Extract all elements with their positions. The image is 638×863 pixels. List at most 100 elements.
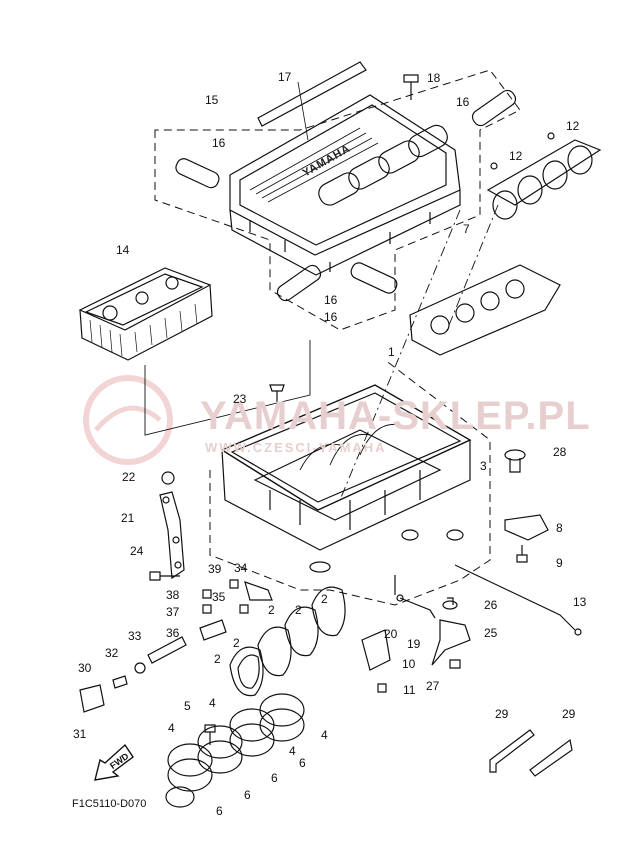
callout-label: 16 bbox=[456, 95, 470, 109]
callout-label: 38 bbox=[166, 588, 180, 602]
callout-label: 17 bbox=[278, 70, 292, 84]
bolt-18 bbox=[403, 74, 419, 100]
callout-label: 35 bbox=[212, 590, 226, 604]
callout-label: 2 bbox=[268, 603, 275, 617]
callout-label: 2 bbox=[321, 592, 328, 606]
tools-29 bbox=[489, 729, 573, 777]
callout-label: 4 bbox=[321, 728, 328, 742]
callout-label: 15 bbox=[205, 93, 219, 107]
callout-label: 6 bbox=[299, 756, 306, 770]
callout-label: 16 bbox=[324, 310, 338, 324]
bolt-11 bbox=[377, 683, 387, 693]
callout-label: 18 bbox=[427, 71, 441, 85]
leader-17 bbox=[297, 81, 309, 141]
bolt-28 bbox=[504, 449, 526, 473]
screw-30 bbox=[112, 675, 128, 689]
callout-label: 32 bbox=[105, 646, 119, 660]
callout-label: 39 bbox=[208, 562, 222, 576]
callout-label: 25 bbox=[484, 626, 498, 640]
bolt-37 bbox=[202, 604, 212, 614]
callout-label: 3 bbox=[480, 459, 487, 473]
centerline bbox=[339, 209, 461, 501]
callout-label: 20 bbox=[384, 627, 398, 641]
callout-label: 16 bbox=[212, 136, 226, 150]
callout-label: 11 bbox=[403, 683, 416, 697]
cable-end bbox=[574, 628, 582, 636]
watermark-text: YAMAHA-SKLEP.PL bbox=[200, 394, 591, 438]
callout-label: 5 bbox=[184, 699, 191, 713]
callout-label: 2 bbox=[214, 652, 221, 666]
callout-label: 7 bbox=[463, 222, 470, 236]
bolt-24 bbox=[149, 571, 180, 581]
bracket-36 bbox=[199, 619, 227, 641]
drain-plug-19 bbox=[396, 594, 436, 619]
callout-label: 34 bbox=[234, 561, 248, 575]
bolt-39 bbox=[229, 579, 239, 589]
callout-label: 33 bbox=[128, 629, 142, 643]
fwd-arrow bbox=[94, 743, 134, 781]
callout-label: 23 bbox=[233, 392, 247, 406]
bracket-10 bbox=[361, 629, 391, 671]
callout-label: 10 bbox=[402, 657, 416, 671]
callout-label: 26 bbox=[484, 598, 498, 612]
callout-label: 2 bbox=[295, 603, 302, 617]
bracket-21 bbox=[159, 491, 185, 580]
callout-label: 31 bbox=[73, 727, 87, 741]
bolt-35 bbox=[239, 604, 249, 614]
bolt-38 bbox=[202, 589, 212, 599]
callout-label: 29 bbox=[495, 707, 509, 721]
callout-label: 27 bbox=[426, 679, 440, 693]
bracket-8 bbox=[504, 514, 549, 541]
callout-label: 24 bbox=[130, 544, 144, 558]
callout-label: 19 bbox=[407, 637, 421, 651]
bracket-34 bbox=[244, 581, 273, 601]
callout-label: 2 bbox=[233, 636, 240, 650]
callout-label: 28 bbox=[553, 445, 567, 459]
callout-label: 9 bbox=[556, 556, 563, 570]
callout-label: 21 bbox=[121, 511, 135, 525]
filter-leader bbox=[144, 340, 311, 436]
bolt-26 bbox=[442, 597, 458, 610]
collar-32 bbox=[134, 662, 146, 674]
holder-31 bbox=[79, 684, 105, 713]
air-filter bbox=[78, 267, 213, 361]
bolt-27 bbox=[449, 659, 461, 669]
callout-label: 6 bbox=[216, 804, 223, 818]
watermark-subtext: WWW.CZESCI-YAMAHA bbox=[205, 440, 387, 455]
air-box-case bbox=[220, 384, 472, 573]
funnel-assembly bbox=[486, 132, 602, 220]
callout-label: 12 bbox=[566, 119, 580, 133]
screw-5 bbox=[204, 724, 216, 745]
callout-label: 1 bbox=[388, 345, 395, 359]
callout-label: 36 bbox=[166, 626, 180, 640]
callout-label: 6 bbox=[271, 771, 278, 785]
callout-label: 4 bbox=[209, 696, 216, 710]
callout-label: 22 bbox=[122, 470, 136, 484]
watermark-emblem bbox=[83, 375, 173, 465]
callout-label: 6 bbox=[244, 788, 251, 802]
bolt-9 bbox=[516, 545, 528, 563]
callout-label: 13 bbox=[573, 595, 587, 609]
case-assembly-outline bbox=[209, 359, 491, 606]
grommet-22 bbox=[161, 471, 175, 485]
bolt-23 bbox=[269, 384, 285, 410]
intake-joints bbox=[229, 586, 346, 697]
callout-label: 30 bbox=[78, 661, 92, 675]
air-box-cover bbox=[229, 94, 461, 276]
callout-label: 29 bbox=[562, 707, 576, 721]
pipe-33 bbox=[147, 636, 187, 664]
cover-assembly-outline bbox=[154, 69, 521, 331]
callout-label: 14 bbox=[116, 243, 130, 257]
callout-label: 12 bbox=[509, 149, 523, 163]
callout-label: 16 bbox=[324, 293, 338, 307]
throttle-boots bbox=[165, 693, 305, 808]
bracket-25 bbox=[431, 619, 471, 666]
seal-strip bbox=[257, 61, 367, 127]
centerline bbox=[444, 204, 499, 336]
callout-label: 4 bbox=[289, 744, 296, 758]
callout-label: 4 bbox=[168, 721, 175, 735]
callout-label: 8 bbox=[556, 521, 563, 535]
cable-13 bbox=[454, 564, 576, 631]
